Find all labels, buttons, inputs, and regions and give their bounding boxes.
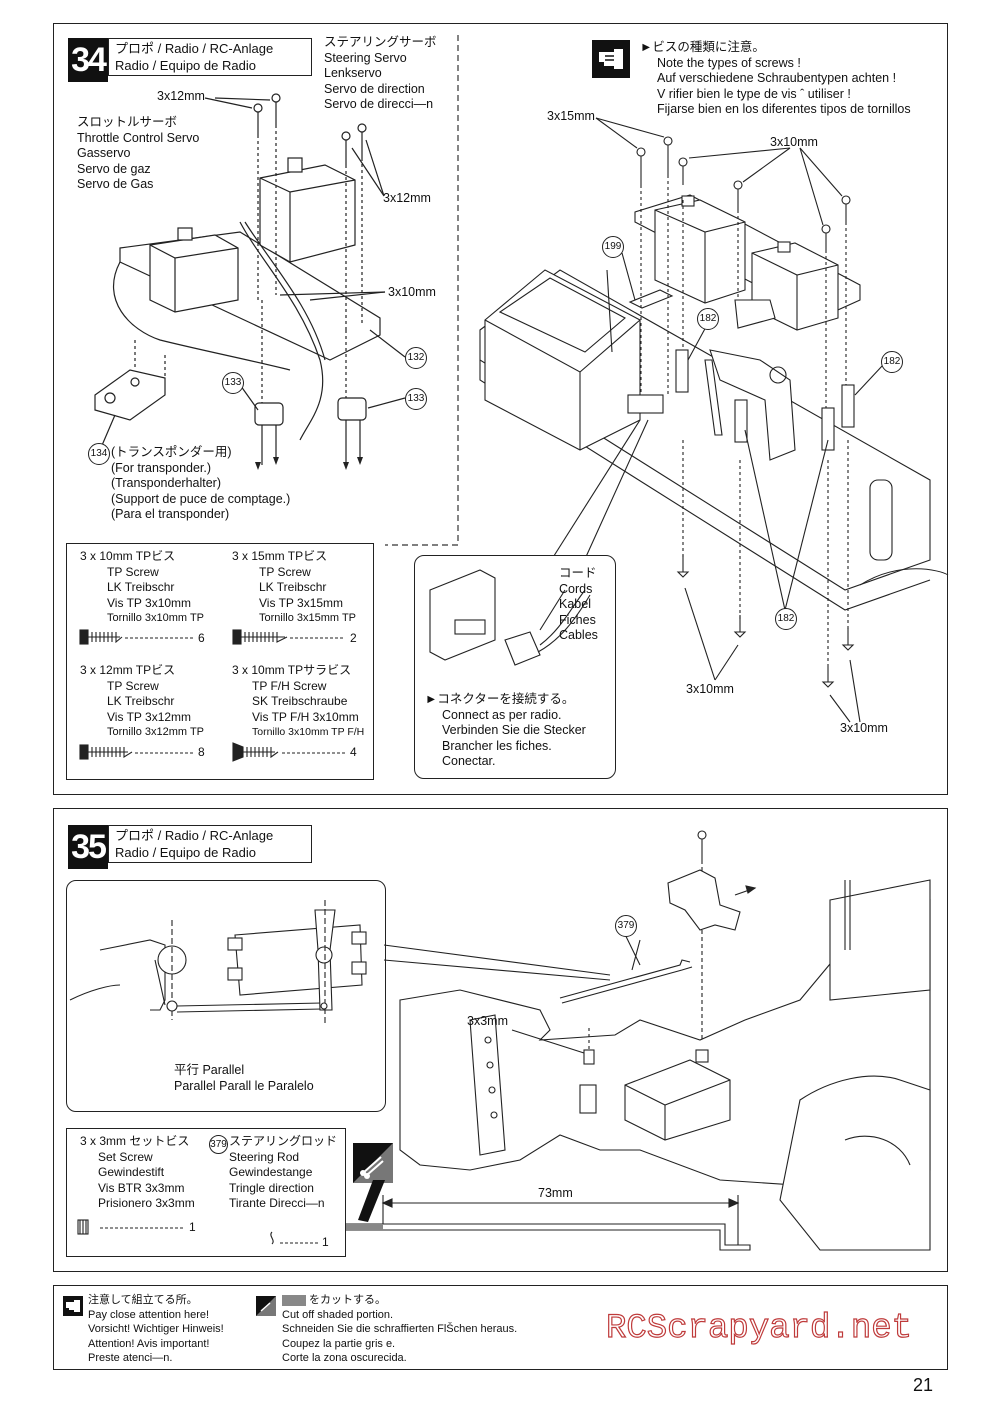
step-35-parts-list bbox=[66, 1128, 346, 1257]
step-35-title: プロポ / Radio / RC-Anlage Radio / Equipo d… bbox=[108, 825, 312, 863]
part-set-screw-3x3: 3 x 3mm セットビス Set Screw Gewindestift Vis… bbox=[80, 1134, 195, 1210]
set-screw-icon bbox=[77, 1219, 89, 1235]
step-35-title-line2: Radio / Equipo de Radio bbox=[115, 845, 256, 860]
part-screw-3x15-tp: 3 x 15mm TPビス TP Screw LK Treibschr Vis … bbox=[232, 549, 356, 624]
part-379-callout: 379 bbox=[615, 915, 637, 937]
transponder-label: (トランスポンダー用)(For transponder.)(Transponde… bbox=[111, 445, 291, 521]
part-133-callout-a: 133 bbox=[222, 372, 244, 394]
screw-3x12-label-b: 3x12mm bbox=[383, 191, 431, 205]
step-35-title-line1: プロポ / Radio / RC-Anlage bbox=[115, 828, 274, 843]
part-182-callout-c: 182 bbox=[775, 608, 797, 630]
cutoff-legend: をカットする。Cut off shaded portion.Schneiden … bbox=[282, 1294, 518, 1364]
attention-hand-icon bbox=[592, 40, 630, 78]
screw-3x12-label-a: 3x12mm bbox=[157, 89, 205, 103]
screw-icon bbox=[79, 744, 195, 760]
servo-mount-drawing bbox=[94, 93, 406, 470]
chassis-radio-tray-drawing bbox=[479, 117, 949, 723]
part-screw-3x12-tp: 3 x 12mm TPビス TP Screw LK Treibschr Vis … bbox=[80, 663, 204, 738]
qty-3x10-tp: 6 bbox=[198, 631, 205, 645]
step-34-title-line1: プロポ / Radio / RC-Anlage bbox=[115, 41, 274, 56]
attention-legend: 注意して組立てる所。Pay close attention here!Vorsi… bbox=[88, 1294, 224, 1364]
screw-icon bbox=[79, 629, 195, 645]
step-34-title-line2: Radio / Equipo de Radio bbox=[115, 58, 256, 73]
rod-length-dimension: 73mm bbox=[538, 1186, 573, 1200]
part-screw-3x10-tp: 3 x 10mm TPビス TP Screw LK Treibschr Vis … bbox=[80, 549, 204, 624]
footer-legend-panel bbox=[53, 1285, 948, 1370]
cut-scissors-icon bbox=[256, 1296, 276, 1316]
part-379-list-callout: 379 bbox=[209, 1135, 228, 1154]
step-34-number: 34 bbox=[68, 38, 108, 82]
screw-types-note: ►ビスの種類に注意。 Note the types of screws ! Au… bbox=[640, 40, 911, 116]
connector-detail-drawing bbox=[429, 569, 591, 666]
screw-group-top bbox=[257, 100, 363, 330]
right-3x10-top-label: 3x10mm bbox=[770, 135, 818, 149]
qty-3x15-tp: 2 bbox=[350, 631, 357, 645]
step-34-dashed-divider bbox=[385, 35, 459, 546]
screw-3x10-label: 3x10mm bbox=[388, 285, 436, 299]
step-35-number: 35 bbox=[68, 825, 108, 869]
part-screw-3x10-tpfh: 3 x 10mm TPサラビス TP F/H Screw SK Treibsch… bbox=[232, 663, 365, 738]
qty-set-screw: 1 bbox=[189, 1220, 196, 1234]
part-182-callout-b: 182 bbox=[881, 351, 903, 373]
step-34-parts-list bbox=[66, 543, 374, 780]
page-number: 21 bbox=[913, 1375, 934, 1395]
part-182-callout-a: 182 bbox=[697, 308, 719, 330]
qty-steering-rod: 1 bbox=[322, 1235, 329, 1249]
shaded-portion-swatch bbox=[282, 1295, 306, 1306]
parts-list-screw-icons bbox=[79, 629, 345, 762]
screw-icon bbox=[232, 629, 345, 645]
part-133-callout-b: 133 bbox=[405, 388, 427, 410]
qty-3x10-tpfh: 4 bbox=[350, 745, 357, 759]
part-steering-rod: ステアリングロッド Steering Rod Gewindestange Tri… bbox=[229, 1134, 338, 1210]
countersunk-screw-icon bbox=[232, 742, 345, 762]
watermark: RCScrapyard.net bbox=[605, 1309, 913, 1348]
right-3x10-bottom-left-label: 3x10mm bbox=[686, 682, 734, 696]
qty-3x12-tp: 8 bbox=[198, 745, 205, 759]
cut-scissors-icon bbox=[353, 1143, 393, 1183]
parallel-label: 平行 Parallel Parallel Parall le Paralelo bbox=[174, 1063, 314, 1093]
step-34-title: プロポ / Radio / RC-Anlage Radio / Equipo d… bbox=[108, 38, 312, 76]
attention-hand-icon bbox=[63, 1296, 83, 1316]
connect-instruction: ►コネクターを接続する。 Connect as per radio. Verbi… bbox=[425, 692, 586, 768]
right-3x15-label: 3x15mm bbox=[547, 109, 595, 123]
part-132-callout: 132 bbox=[405, 347, 427, 369]
screw-3x3-label: 3x3mm bbox=[467, 1014, 508, 1028]
part-134-callout: 134 bbox=[88, 443, 110, 465]
part-199-callout: 199 bbox=[602, 236, 624, 258]
right-3x10-bottom-right-label: 3x10mm bbox=[840, 721, 888, 735]
